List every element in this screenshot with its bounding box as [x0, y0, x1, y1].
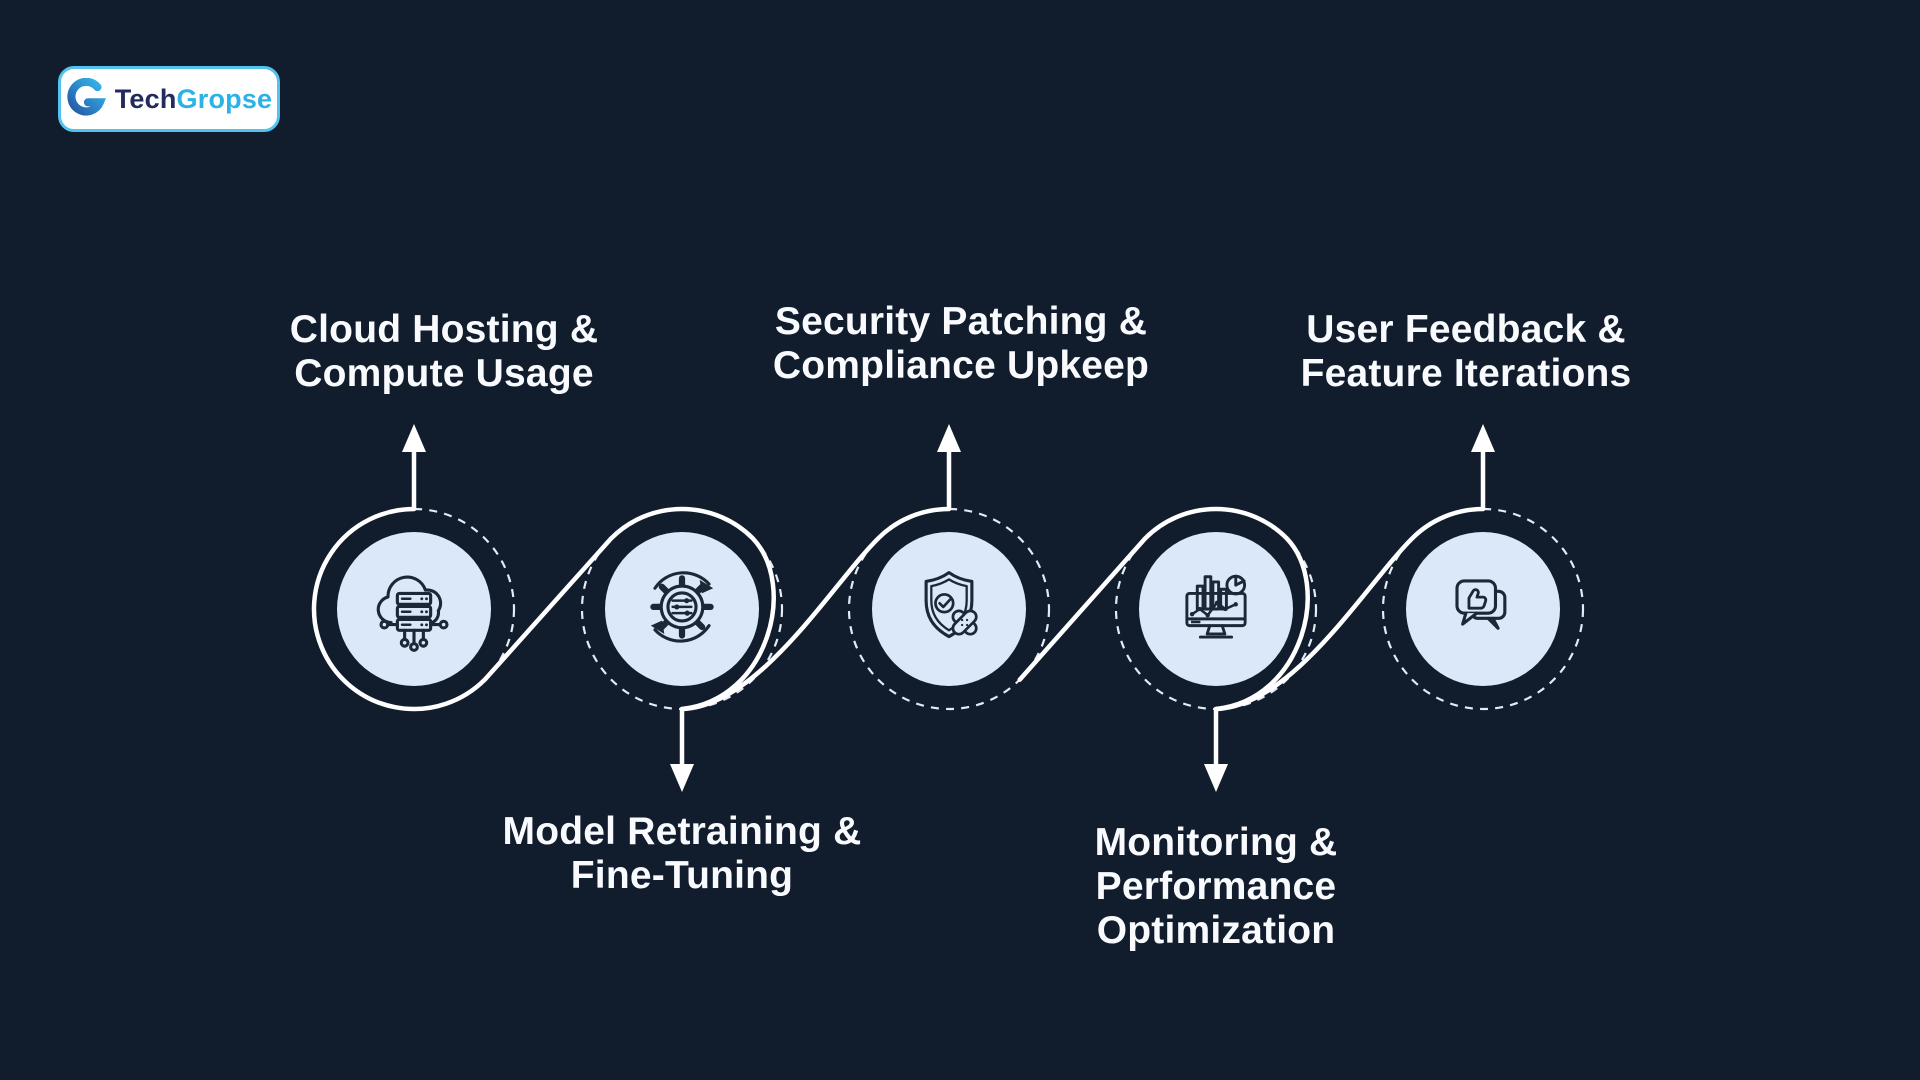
step-circle-model-retraining: [630, 557, 734, 661]
brand-logo: TechGropse: [58, 66, 280, 132]
label-line: Security Patching &: [774, 300, 1148, 343]
brand-name-part2: Gropse: [176, 83, 273, 114]
label-line: Compute Usage: [294, 352, 594, 395]
arrow-up-icon: [937, 424, 961, 452]
label-line: Performance: [1095, 865, 1337, 908]
brand-name-part1: Tech: [114, 83, 177, 114]
monitor-analytics-icon: [1185, 574, 1247, 639]
timeline-path: [311, 439, 1486, 779]
step-label-monitoring: Monitoring & Performance Optimization: [1095, 821, 1338, 953]
arrow-up-icon: [402, 424, 426, 452]
brand-mark-g-icon: [67, 78, 106, 116]
step-label-security-patching: Security Patching & Compliance Upkeep: [773, 300, 1149, 388]
shield-check-patch-icon: [924, 571, 978, 639]
gear-refresh-icon: [650, 571, 714, 643]
cloud-server-icon: [376, 575, 449, 652]
label-line: Monitoring &: [1094, 821, 1338, 864]
label-line: Feature Iterations: [1300, 352, 1632, 395]
step-label-user-feedback: User Feedback & Feature Iterations: [1301, 308, 1632, 396]
step-circle-user-feedback: [1431, 557, 1535, 661]
arrow-down-icon: [1204, 764, 1228, 792]
arrow-up-icon: [1471, 424, 1495, 452]
chat-thumbs-up-icon: [1455, 579, 1507, 630]
arrow-down-icon: [670, 764, 694, 792]
step-circle-monitoring: [1164, 557, 1268, 661]
step-circle-security-patching: [897, 557, 1001, 661]
label-line: Model Retraining &: [502, 810, 862, 853]
brand-name: TechGropse: [115, 84, 273, 115]
label-line: User Feedback &: [1306, 308, 1626, 351]
step-label-model-retraining: Model Retraining & Fine-Tuning: [503, 810, 862, 898]
label-line: Cloud Hosting &: [289, 308, 599, 351]
step-label-cloud-hosting: Cloud Hosting & Compute Usage: [290, 308, 598, 396]
label-line: Fine-Tuning: [570, 854, 794, 897]
label-line: Compliance Upkeep: [772, 344, 1150, 387]
step-circle-cloud-hosting: [362, 557, 466, 661]
label-line: Optimization: [1096, 909, 1336, 952]
arrowheads: [402, 424, 1495, 792]
